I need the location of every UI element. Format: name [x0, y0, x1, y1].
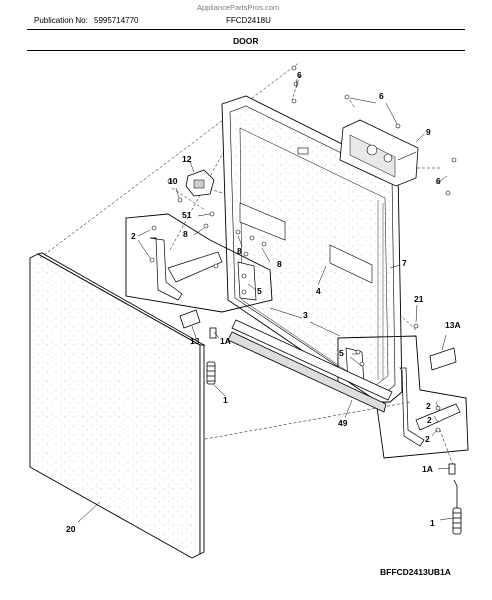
callout-label: 20 — [66, 524, 76, 534]
callout-label: 2 — [425, 434, 430, 444]
model-number: FFCD2418U — [226, 16, 271, 25]
callout-label: 7 — [402, 258, 407, 268]
callout-label: 1A — [422, 464, 433, 474]
callout-label: 2 — [131, 231, 136, 241]
callout-label: 2 — [426, 401, 431, 411]
callout-label: 4 — [316, 286, 321, 296]
callout-label: 51 — [182, 210, 192, 220]
header-rule-bottom — [27, 50, 465, 51]
screws — [149, 65, 457, 433]
watermark: AppliancePartsPros.com — [197, 3, 280, 12]
pads — [179, 309, 457, 475]
callout-label: 6 — [297, 70, 302, 80]
callout-label: 10 — [168, 176, 178, 186]
callout-label: 1 — [430, 518, 435, 528]
bottom-rail — [227, 319, 393, 413]
door-springs — [206, 361, 462, 535]
callout-label: 2 — [427, 415, 432, 425]
callout-label: 12 — [182, 154, 192, 164]
detergent-dispenser — [339, 119, 419, 187]
publication-label: Publication No: — [34, 16, 88, 25]
callout-label: 5 — [257, 286, 262, 296]
callout-label: 8 — [183, 229, 188, 239]
inner-door-panel — [221, 95, 403, 403]
callout-label: 9 — [426, 127, 431, 137]
callout-label: 6 — [436, 176, 441, 186]
publication-number: 5995714770 — [94, 16, 139, 25]
callout-label: 13 — [190, 336, 200, 346]
diagram-code: BFFCD2413UB1A — [380, 567, 451, 577]
callout-label: 1A — [220, 336, 231, 346]
callout-label: 8 — [237, 246, 242, 256]
callout-label: 21 — [414, 294, 424, 304]
header-rule-top — [27, 29, 465, 30]
callout-label: 13A — [445, 320, 461, 330]
callout-label: 3 — [303, 310, 308, 320]
callout-label: 49 — [338, 418, 348, 428]
door-latch — [185, 169, 215, 197]
callout-label: 6 — [379, 91, 384, 101]
callout-label: 1 — [223, 395, 228, 405]
outer-door-panel — [29, 252, 206, 559]
callout-label: 8 — [277, 259, 282, 269]
callout-label: 5 — [339, 348, 344, 358]
section-title: DOOR — [233, 36, 259, 46]
leader-lines — [77, 78, 454, 523]
